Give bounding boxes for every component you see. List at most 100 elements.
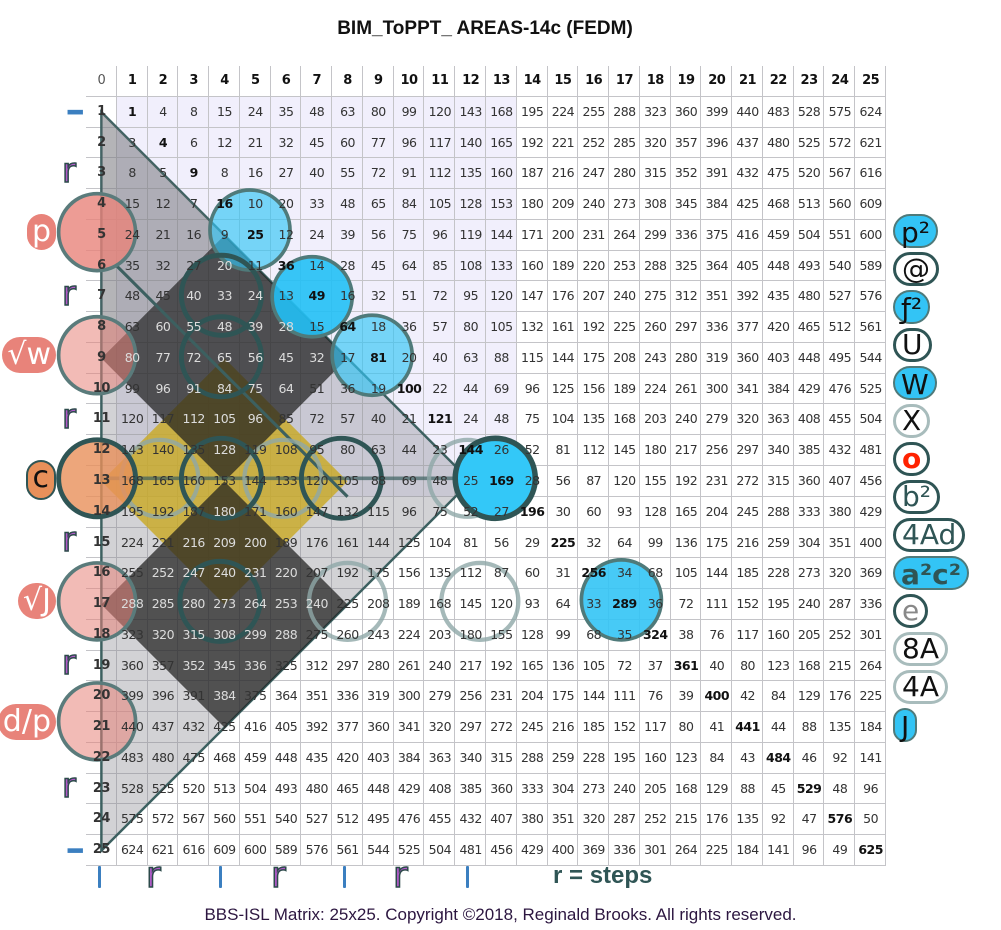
matrix-cell: 216: [551, 165, 575, 181]
grid-cell-background: [824, 96, 856, 128]
matrix-cell: 75: [401, 226, 417, 242]
matrix-cell: 544: [859, 349, 882, 365]
grid-cell-background: [455, 127, 486, 159]
matrix-cell: 16: [247, 165, 263, 181]
matrix-cell: 80: [340, 442, 355, 458]
matrix-cell: 225: [613, 319, 636, 335]
grid-cell-background: [455, 281, 486, 313]
grid-cell-background: [547, 404, 579, 436]
grid-cell-background: [393, 158, 425, 190]
grid-cell-background: [793, 650, 825, 682]
grid-cell-background: [578, 804, 610, 836]
matrix-cell: 301: [859, 626, 882, 642]
matrix-cell: 255: [582, 103, 606, 119]
grid-cell-background: [424, 496, 456, 528]
matrix-cell: 360: [120, 657, 144, 673]
grid-cell-background: [516, 373, 548, 405]
matrix-cell: 437: [151, 719, 175, 735]
matrix-cell: 440: [736, 103, 759, 119]
grid-cell-background: [424, 712, 456, 743]
column-header: 12: [462, 73, 480, 88]
matrix-cell: 285: [151, 596, 175, 612]
grid-cell-background: [855, 342, 887, 374]
matrix-cell: 369: [582, 842, 606, 858]
matrix-cell: 80: [370, 103, 386, 119]
grid-cell-background: [362, 742, 394, 774]
grid-cell-background: [793, 96, 825, 128]
grid-cell-background: [732, 66, 763, 97]
matrix-cell: 360: [367, 719, 390, 735]
matrix-cell: 224: [120, 534, 144, 550]
matrix-cell: 320: [582, 811, 606, 827]
label-x: X: [893, 404, 931, 438]
grid-cell-background: [424, 619, 456, 651]
matrix-cell: 429: [859, 503, 882, 519]
grid-cell-background: [732, 127, 763, 159]
grid-cell-background: [639, 681, 671, 713]
grid-cell-background: [762, 373, 794, 405]
diagonal-cell: 4: [158, 134, 168, 150]
matrix-cell: 143: [459, 103, 482, 119]
matrix-cell: 231: [244, 565, 267, 581]
matrix-cell: 12: [217, 134, 232, 150]
grid-cell-background: [732, 281, 763, 313]
matrix-cell: 91: [186, 380, 202, 396]
matrix-cell: 256: [705, 442, 729, 458]
matrix-cell: 243: [367, 626, 390, 642]
matrix-cell: 384: [397, 749, 421, 765]
grid-cell-background: [762, 619, 794, 651]
matrix-cell: 160: [182, 473, 206, 488]
label-f-squared: ƒ²: [893, 290, 931, 325]
step-tick: [343, 866, 346, 888]
grid-cell-background: [486, 650, 517, 682]
matrix-cell: 425: [736, 196, 759, 212]
matrix-cell: 448: [274, 749, 298, 765]
matrix-cell: 345: [213, 657, 236, 673]
matrix-cell: 153: [490, 196, 513, 212]
step-mark: r: [392, 855, 408, 896]
matrix-cell: 99: [647, 534, 663, 550]
grid-cell-background: [332, 96, 363, 128]
grid-cell-background: [547, 773, 579, 805]
matrix-cell: 160: [274, 503, 298, 519]
matrix-cell: 380: [520, 811, 544, 827]
grid-cell-background: [424, 127, 456, 159]
grid-cell-background: [670, 496, 702, 528]
matrix-cell: 60: [340, 134, 355, 150]
matrix-cell: 156: [582, 380, 606, 396]
matrix-cell: 255: [120, 565, 144, 581]
matrix-cell: 561: [336, 842, 359, 858]
matrix-cell: 45: [155, 288, 171, 304]
matrix-cell: 297: [336, 657, 359, 673]
matrix-cell: 13: [278, 288, 294, 304]
grid-cell-background: [209, 835, 240, 867]
grid-cell-background: [824, 681, 856, 713]
matrix-cell: 50: [863, 811, 879, 827]
matrix-cell: 168: [490, 103, 513, 119]
matrix-cell: 465: [336, 780, 359, 796]
grid-cell-background: [301, 96, 333, 128]
matrix-cell: 228: [767, 565, 790, 581]
matrix-cell: 39: [247, 319, 263, 335]
matrix-cell: 260: [336, 626, 359, 642]
grid-cell-background: [855, 250, 887, 282]
matrix-cell: 567: [828, 165, 852, 181]
grid-cell-background: [824, 773, 856, 805]
matrix-cell: 42: [740, 688, 755, 704]
matrix-cell: 221: [151, 534, 175, 550]
matrix-cell: 80: [740, 657, 755, 673]
matrix-cell: 253: [613, 257, 636, 273]
matrix-cell: 391: [182, 688, 206, 704]
matrix-cell: 405: [736, 257, 759, 273]
matrix-cell: 135: [428, 565, 452, 581]
matrix-cell: 437: [736, 134, 759, 150]
grid-cell-background: [486, 250, 517, 282]
matrix-cell: 117: [644, 719, 667, 735]
matrix-cell: 24: [309, 226, 325, 242]
diagonal-cell: 1: [128, 103, 137, 119]
matrix-cell: 40: [186, 288, 202, 304]
matrix-cell: 37: [647, 657, 663, 673]
matrix-cell: 25: [463, 473, 479, 488]
grid-cell-background: [762, 435, 794, 466]
grid-cell-background: [147, 742, 179, 774]
